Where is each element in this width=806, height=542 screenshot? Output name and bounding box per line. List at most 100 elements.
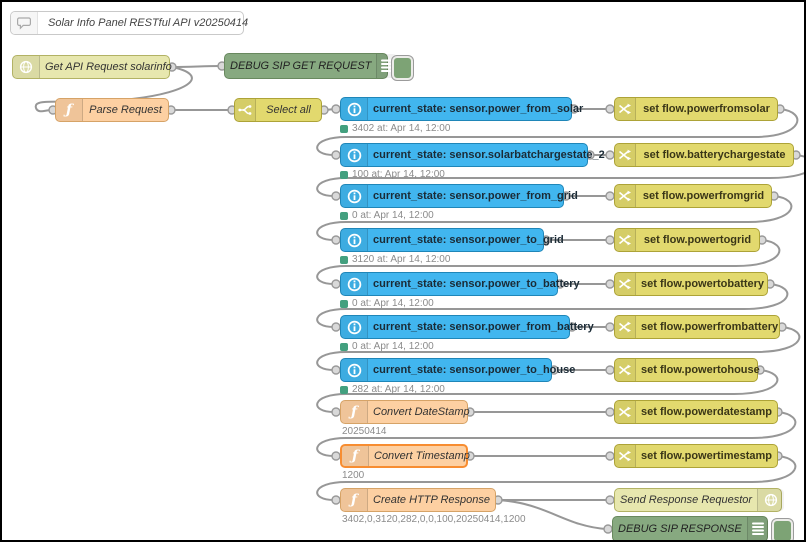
node-status: 3120 at: Apr 14, 12:00	[340, 254, 450, 265]
change-icon	[615, 359, 636, 381]
node-label: current_state: sensor.solarbatchargestat…	[373, 149, 605, 161]
port	[605, 407, 615, 417]
change-node[interactable]: set flow.powerdatestamp	[614, 400, 778, 424]
node-status: 100 at: Apr 14, 12:00	[340, 169, 445, 180]
change-icon	[615, 98, 636, 120]
change-icon	[615, 229, 636, 251]
wire[interactable]	[316, 239, 781, 285]
status-dot	[340, 299, 348, 308]
node-label: set flow.powerfromgrid	[642, 190, 765, 202]
node-label: current_state: sensor.power_from_solar	[373, 103, 584, 115]
switch-icon	[235, 99, 256, 121]
node-label: current_state: sensor.power_to_house	[373, 364, 576, 376]
function-node[interactable]: ƒ Create HTTP Response	[340, 488, 496, 512]
change-node[interactable]: set flow.powertogrid	[614, 228, 760, 252]
port	[331, 235, 341, 245]
status-dot	[340, 211, 348, 220]
node-label: Create HTTP Response	[373, 494, 490, 506]
debug-toggle-button[interactable]	[772, 519, 793, 540]
globe-icon	[13, 56, 40, 78]
port	[331, 104, 341, 114]
wire[interactable]	[316, 108, 799, 156]
wire[interactable]	[316, 369, 779, 413]
port	[331, 495, 341, 505]
function-node[interactable]: ƒ Convert DateStamp	[340, 400, 470, 424]
node-label: set flow.batterychargestate	[643, 149, 786, 161]
ha-current-state-node[interactable]: current_state: sensor.power_from_battery	[340, 315, 594, 339]
change-node[interactable]: set flow.powertobattery	[614, 272, 768, 296]
status-dot	[340, 342, 348, 351]
change-node[interactable]: set flow.powerfrombattery	[614, 315, 780, 339]
status-dot	[340, 124, 348, 133]
ha-current-state-node[interactable]: current_state: sensor.solarbatchargestat…	[340, 143, 605, 167]
change-node[interactable]: set flow.powerfromgrid	[614, 184, 772, 208]
port	[331, 407, 341, 417]
switch-node[interactable]: Select all	[234, 98, 322, 122]
wire[interactable]	[316, 283, 789, 328]
node-label: set flow.powerfrombattery	[641, 321, 779, 333]
status-dot	[340, 255, 348, 264]
ha-current-state-node[interactable]: current_state: sensor.power_from_solar	[340, 97, 583, 121]
ha-current-state-node[interactable]: current_state: sensor.power_to_grid	[340, 228, 564, 252]
change-node[interactable]: set flow.powertimestamp	[614, 444, 778, 468]
status-dot	[340, 170, 348, 179]
port	[605, 235, 615, 245]
comment-label: Solar Info Panel RESTful API v20250414	[48, 17, 249, 29]
node-status: 3402 at: Apr 14, 12:00	[340, 123, 450, 134]
info-icon	[341, 185, 368, 207]
wire[interactable]	[316, 195, 793, 241]
node-label: current_state: sensor.power_to_battery	[373, 278, 580, 290]
node-label: Send Response Requestor	[620, 494, 753, 506]
function-icon: ƒ	[341, 401, 368, 423]
node-status: 0 at: Apr 14, 12:00	[340, 298, 434, 309]
node-label: current_state: sensor.power_to_grid	[373, 234, 564, 246]
port	[331, 279, 341, 289]
change-icon	[615, 144, 636, 166]
http-in-node[interactable]: Get API Request solarinfo	[12, 55, 172, 79]
function-node-selected[interactable]: ƒ Convert Timestamp	[340, 444, 470, 468]
status-dot	[340, 385, 348, 394]
ha-current-state-node[interactable]: current_state: sensor.power_from_grid	[340, 184, 578, 208]
change-node[interactable]: set flow.batterychargestate	[614, 143, 794, 167]
change-icon	[615, 445, 636, 467]
debug-toggle-button[interactable]	[392, 56, 413, 80]
node-status: 0 at: Apr 14, 12:00	[340, 210, 434, 221]
port	[605, 191, 615, 201]
node-status: 20250414	[342, 426, 387, 437]
wire[interactable]	[316, 326, 801, 371]
node-label: Convert Timestamp	[374, 450, 470, 462]
change-node[interactable]: set flow.powertohouse	[614, 358, 760, 382]
function-node[interactable]: ƒ Parse Request	[55, 98, 169, 122]
node-label: Convert DateStamp	[373, 406, 470, 418]
wire[interactable]	[316, 154, 804, 197]
node-label: Get API Request solarinfo	[45, 61, 172, 73]
node-label: set flow.powertobattery	[641, 278, 765, 290]
wire[interactable]	[171, 65, 222, 68]
info-icon	[341, 359, 368, 381]
port	[605, 104, 615, 114]
http-response-node[interactable]: Send Response Requestor	[614, 488, 785, 512]
port	[605, 279, 615, 289]
node-status: 3402,0,3120,282,0,0,100,20250414,1200	[342, 514, 526, 525]
wire[interactable]	[497, 499, 607, 530]
ha-current-state-node[interactable]: current_state: sensor.power_to_house	[340, 358, 575, 382]
change-icon	[615, 316, 636, 338]
ha-current-state-node[interactable]: current_state: sensor.power_to_battery	[340, 272, 580, 296]
wire[interactable]	[316, 455, 797, 501]
node-label: DEBUG SIP GET REQUEST	[230, 60, 372, 72]
debug-request-node[interactable]: DEBUG SIP GET REQUEST	[224, 53, 398, 79]
node-label: set flow.powerdatestamp	[641, 406, 773, 418]
wire[interactable]	[316, 411, 797, 457]
change-icon	[615, 185, 636, 207]
node-label: set flow.powertimestamp	[641, 450, 773, 462]
function-icon: ƒ	[341, 489, 368, 511]
change-icon	[615, 273, 636, 295]
port	[605, 322, 615, 332]
node-status: 0 at: Apr 14, 12:00	[340, 341, 434, 352]
debug-response-node[interactable]: DEBUG SIP RESPONSE	[612, 516, 768, 540]
function-icon: ƒ	[56, 99, 83, 121]
comment-node[interactable]: Solar Info Panel RESTful API v20250414	[10, 11, 248, 35]
change-node[interactable]: set flow.powerfromsolar	[614, 97, 778, 121]
info-icon	[341, 316, 368, 338]
